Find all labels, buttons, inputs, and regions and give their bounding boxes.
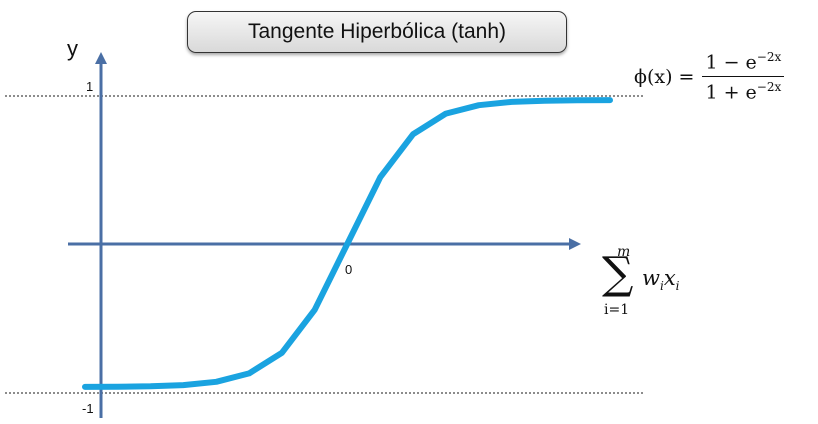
y-axis-label: y: [67, 36, 78, 61]
formula-lhs: ϕ(x) =: [634, 65, 695, 88]
sigma-symbol: ∑: [602, 248, 634, 299]
numerator-base: 1 − e: [705, 51, 757, 74]
sum-upper-limit: m: [617, 244, 631, 260]
formula-numerator: 1 − e−2x: [702, 50, 785, 78]
y-axis-arrow: [95, 52, 107, 64]
numerator-exponent: −2x: [756, 50, 782, 64]
chart-title: Tangente Hiperbólica (tanh): [187, 11, 567, 53]
x-tick-0: 0: [345, 262, 353, 277]
weight-symbol: w: [642, 266, 660, 290]
weight-subscript: i: [659, 279, 664, 294]
sum-body: wixi: [642, 266, 680, 293]
input-symbol: x: [663, 266, 676, 290]
formula-denominator: 1 + e−2x: [702, 77, 784, 103]
sum-lower-limit: i=1: [604, 302, 630, 318]
formula-fraction: 1 − e−2x 1 + e−2x: [702, 50, 785, 104]
tanh-formula: ϕ(x) = 1 − e−2x 1 + e−2x: [634, 50, 785, 104]
denominator-exponent: −2x: [756, 80, 782, 95]
denominator-base: 1 + e: [705, 81, 757, 104]
input-subscript: i: [675, 279, 680, 294]
x-axis-arrow: [569, 238, 581, 250]
tanh-curve: [82, 97, 613, 390]
x-axis-sum-label: m ∑ i=1 wixi: [600, 244, 700, 324]
y-tick-minus-1: -1: [82, 401, 94, 416]
y-tick-1: 1: [86, 79, 94, 94]
